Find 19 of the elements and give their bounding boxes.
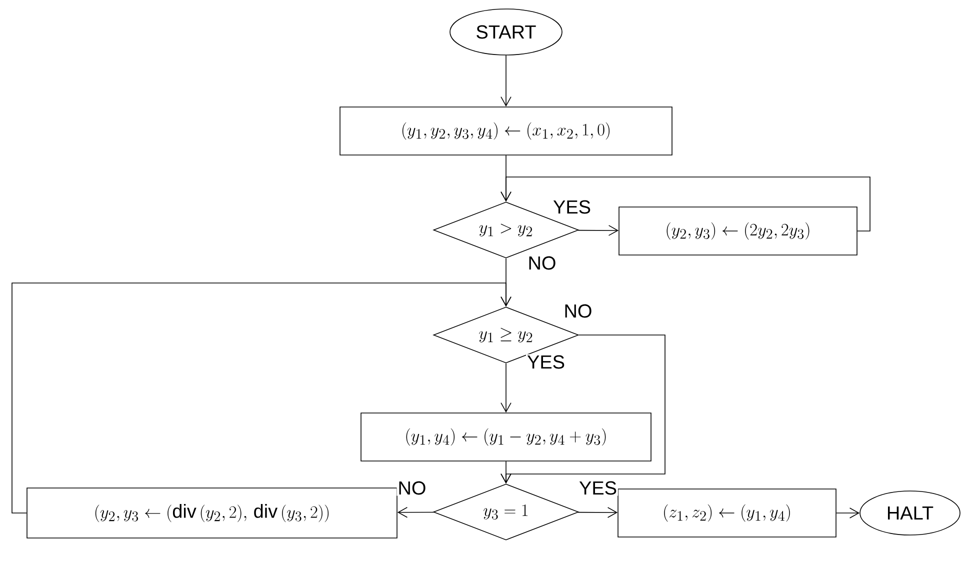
- arrow: [836, 508, 860, 518]
- terminal-oval: HALT: [860, 490, 960, 536]
- arrow: [500, 363, 512, 413]
- arrow: [397, 506, 434, 518]
- edge-label: YES: [526, 354, 566, 370]
- terminal-oval: START: [450, 8, 562, 56]
- arrow: [578, 225, 619, 236]
- arrow: [500, 461, 512, 484]
- arrow: [500, 55, 512, 107]
- arrow: [500, 176, 870, 232]
- process-box: $(z_1,z_2)\leftarrow(y_1,y_4)$: [618, 488, 836, 538]
- edge-label: YES: [578, 480, 618, 496]
- arrow: [578, 507, 618, 518]
- process-box: $(y_2,y_3)\leftarrow(2y_2,2y_3)$: [618, 206, 858, 256]
- process-box: $(y_2,y_3\leftarrow(\mathrm{div}\,(y_2,2),\,\mathrm{div}\,(y_3,2))$: [26, 488, 398, 538]
- arrow: [12, 282, 512, 514]
- process-box: $(y_1,y_4)\leftarrow(y_1-y_2,y_4+y_3)$: [360, 412, 652, 462]
- edge-label: NO: [396, 480, 428, 496]
- process-box: $(y_1,y_2,y_3,y_4)\leftarrow(x_1,x_2,1,0)$: [340, 106, 672, 156]
